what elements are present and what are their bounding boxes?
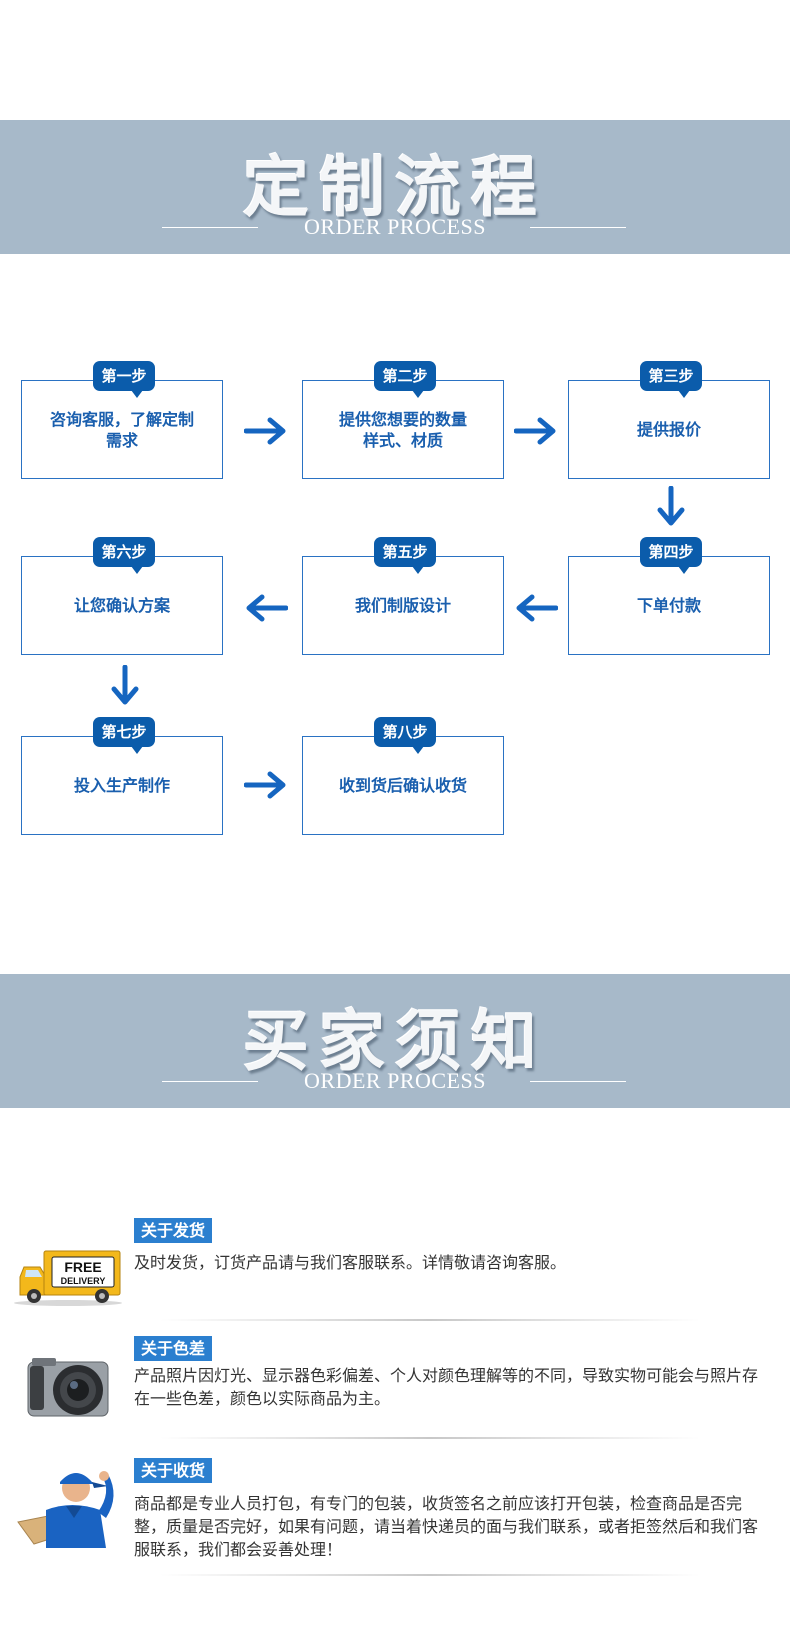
arrow-right-icon [244, 417, 286, 445]
step-3-tag: 第三步 [640, 361, 702, 398]
step-2-box: 提供您想要的数量 样式、材质 [302, 380, 504, 479]
notice-subtitle: ORDER PROCESS [304, 1068, 486, 1093]
notice-color-text: 产品照片因灯光、显示器色彩偏差、个人对颜色理解等的不同，导致实物可能会与照片存在… [134, 1366, 759, 1408]
notice-title: 买家须知 [243, 1002, 547, 1080]
process-banner: 定制流程 ORDER PROCESS [0, 120, 790, 254]
step-7-box: 投入生产制作 [21, 736, 223, 835]
step-7-text: 投入生产制作 [73, 776, 170, 795]
step-1-box: 咨询客服，了解定制 需求 [21, 380, 223, 479]
notice-banner: 买家须知 ORDER PROCESS [0, 974, 790, 1108]
arrow-down-icon [111, 665, 139, 705]
notice-divider [160, 1437, 700, 1439]
step-6-tag: 第六步 [93, 537, 155, 574]
delivery-man-icon [17, 1471, 114, 1548]
step-5-tag: 第五步 [374, 537, 436, 574]
arrow-right-icon [244, 771, 286, 799]
banner-line-right [530, 227, 626, 228]
notice-delivery-text: 及时发货，订货产品请与我们客服联系。详情敬请咨询客服。 [134, 1253, 567, 1272]
step-2-tag: 第二步 [374, 361, 436, 398]
notice-color-title: 关于色差 [134, 1336, 213, 1361]
step-6-box: 让您确认方案 [21, 556, 223, 655]
arrow-left-icon [246, 594, 288, 622]
step-1-tag: 第一步 [93, 361, 155, 398]
step-4-text: 下单付款 [636, 596, 701, 615]
step-8-tag: 第八步 [374, 717, 436, 754]
notice-receipt-title: 关于收货 [134, 1458, 213, 1483]
arrow-right-icon [514, 417, 556, 445]
step-7-tag: 第七步 [93, 717, 155, 754]
arrow-left-icon [516, 594, 558, 622]
process-title: 定制流程 [243, 148, 547, 226]
notice-divider [160, 1319, 700, 1321]
step-2-text: 提供您想要的数量 样式、材质 [338, 409, 467, 450]
banner-line-right [530, 1081, 626, 1082]
step-5-text: 我们制版设计 [354, 596, 451, 615]
step-6-text: 让您确认方案 [73, 596, 170, 615]
banner-line-left [162, 1081, 258, 1082]
notice-divider [160, 1574, 700, 1576]
step-3-box: 提供报价 [568, 380, 770, 479]
step-1-text: 咨询客服，了解定制 需求 [49, 409, 194, 450]
notice-receipt-text: 商品都是专业人员打包，有专门的包装，收货签名之前应该打开包装，检查商品是否完整，… [134, 1494, 759, 1559]
step-4-tag: 第四步 [640, 537, 702, 574]
step-5-box: 我们制版设计 [302, 556, 504, 655]
step-8-text: 收到货后确认收货 [338, 776, 467, 795]
banner-line-left [162, 227, 258, 228]
arrow-down-icon [657, 486, 685, 526]
step-8-box: 收到货后确认收货 [302, 736, 504, 835]
step-3-text: 提供报价 [636, 420, 701, 439]
notice-delivery-title: 关于发货 [134, 1218, 213, 1243]
camera-icon [27, 1358, 109, 1417]
step-4-box: 下单付款 [568, 556, 770, 655]
process-subtitle: ORDER PROCESS [304, 214, 486, 239]
